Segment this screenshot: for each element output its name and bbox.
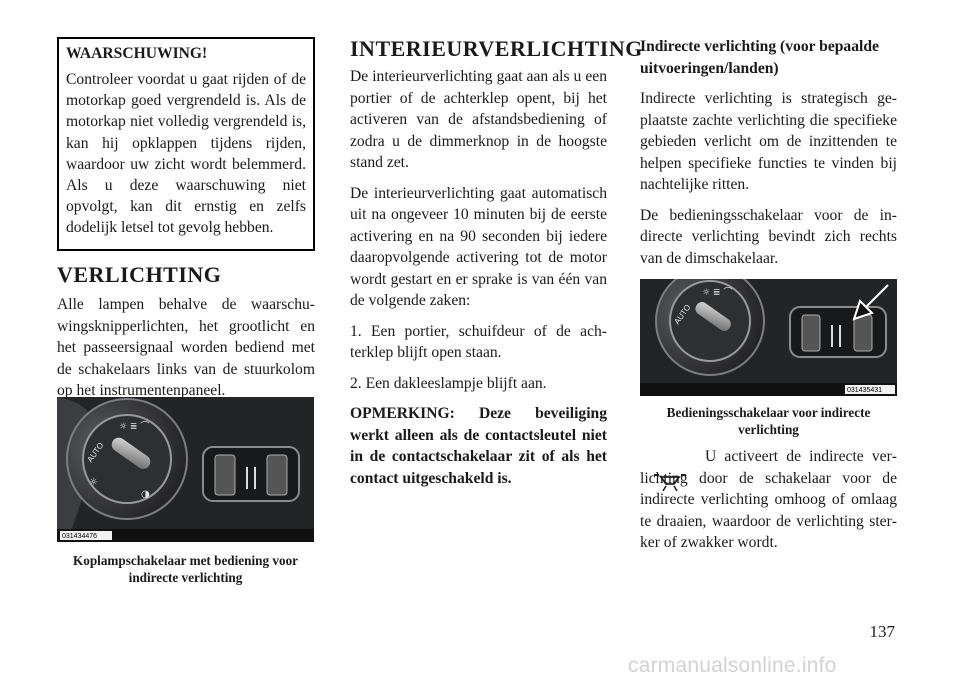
svg-text:☼: ☼	[89, 477, 98, 488]
interieur-heading: INTERIEURVERLICHTING	[350, 36, 643, 61]
headlamp-switch-photo: AUTO ☼ ≣ ⌒ ☼ ◑ 031434476	[57, 397, 314, 542]
page-number: 137	[869, 622, 896, 641]
warning-box: WAARSCHUWING! Controleer voordat u gaat …	[57, 37, 315, 251]
interieur-p1: De interieurverlichting gaat aan als u e…	[350, 68, 607, 171]
indirect-heading: Indirecte verlichting (voor bepaalde uit…	[640, 38, 879, 77]
indirect-p2: De bedieningsschakelaar voor de in­direc…	[640, 206, 897, 267]
watermark: carmanualsonline.info	[628, 654, 837, 677]
svg-text:◑: ◑	[141, 489, 150, 500]
photo1-caption: Koplampschakelaar met bediening voor ind…	[72, 553, 299, 585]
photo1-code: 031434476	[62, 533, 97, 540]
indirect-p3: U activeert de indirecte ver­lichting do…	[640, 446, 897, 554]
svg-text:☼ ≣ ⌒: ☼ ≣ ⌒	[702, 287, 732, 298]
warning-title: WAARSCHUWING!	[66, 45, 208, 62]
indirect-switch-photo: AUTO ☼ ≣ ⌒ 031435431	[640, 279, 897, 396]
verlichting-text: Alle lampen behalve de waarschu­wingskni…	[57, 296, 315, 399]
indirect-p1: Indirecte verlichting is strategisch ge­…	[640, 90, 897, 193]
interieur-item1: 1. Een portier, schuifdeur of de ach­ter…	[350, 322, 607, 362]
svg-text:☼ ≣ ⌒: ☼ ≣ ⌒	[119, 421, 149, 432]
interieur-p2: De interieurverlichting gaat automa­tisc…	[350, 184, 607, 310]
warning-text: Controleer voordat u gaat rijden of de m…	[66, 71, 306, 237]
interieur-item2: 2. Een dakleeslampje blijft aan.	[350, 374, 547, 392]
verlichting-heading: VERLICHTING	[57, 262, 222, 287]
photo2-caption: Bedieningsschakelaar voor indirecte verl…	[666, 405, 871, 437]
indirect-light-icon	[650, 472, 690, 494]
indirect-p3-text: U activeert de indirecte ver­lichting do…	[640, 448, 897, 551]
interieur-note: OPMERKING: Deze beveiliging werkt alleen…	[350, 405, 607, 487]
photo2-code: 031435431	[847, 387, 882, 394]
